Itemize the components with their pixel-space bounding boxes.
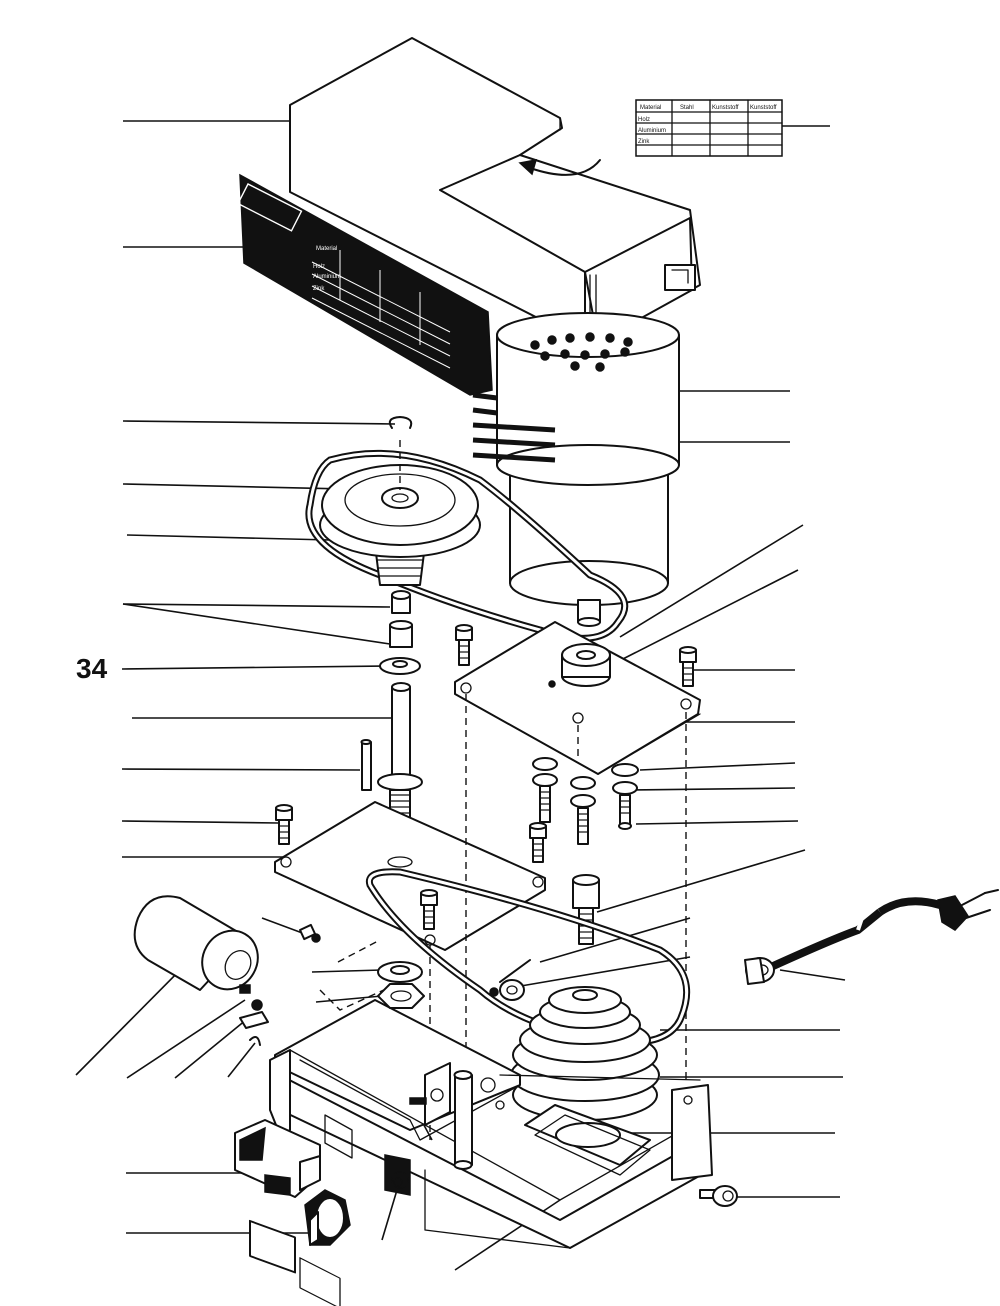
panel-label-material: Material [316,246,337,252]
adjustment-bolts [529,757,639,945]
lower-stepped-pulley [510,986,660,1121]
label-panel: Material Holz Aluminium Zink [237,173,493,396]
table-row-label: Zink [638,139,650,145]
table-header-material: Material [640,105,661,111]
power-plug-icon [937,889,999,931]
table-row-label: Holz [638,117,650,123]
power-cord [744,897,942,985]
motor-mount-plate [454,621,701,775]
table-header-col3: Kunststoff [750,105,777,111]
callout-34: 34 [76,653,108,684]
panel-label-row: Aluminium [313,274,341,280]
motor [472,312,680,627]
panel-label-row: Zink [313,286,325,292]
upper-pulley [319,440,481,586]
snap-ring [388,416,413,429]
top-cover [289,37,701,346]
table-row-label: Aluminium [638,128,666,134]
strain-relief [304,1189,351,1246]
panel-label-row: Holz [313,264,325,270]
tension-clamp [489,959,531,1001]
capacitor [133,895,269,1046]
rocker-switch-icon [234,1119,321,1274]
table-header-col1: Stahl [680,105,694,111]
material-table: Material Stahl Kunststoff Kunststoff Hol… [635,99,783,157]
rotate-arrow-icon [529,159,601,176]
table-header-col2: Kunststoff [712,105,739,111]
knob [699,1185,738,1207]
base-housing [269,999,713,1306]
mounting-flange [524,1104,651,1176]
plate-screws [455,624,697,687]
housing-nuts [299,923,425,1009]
spindle-parts [360,590,423,823]
